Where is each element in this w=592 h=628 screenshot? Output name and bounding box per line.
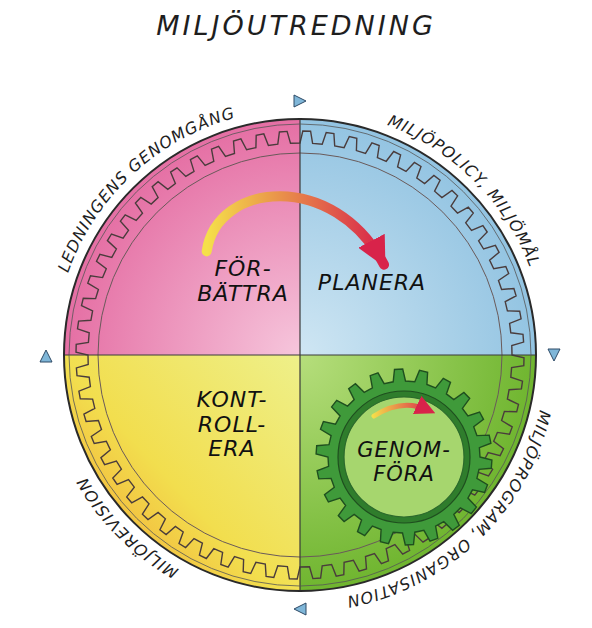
- stage-label: GENOM- FÖRA: [357, 439, 450, 486]
- outer-circle: [64, 119, 536, 591]
- quadrant-divider: [299, 119, 300, 591]
- outer-circle-inner-line: [69, 124, 531, 586]
- small-gear: [316, 369, 492, 545]
- plan-quadrant: [300, 119, 536, 355]
- check-label-box: KONT- ROLL- ERA: [191, 382, 274, 468]
- improve-quadrant: [64, 119, 300, 355]
- do-label-box: GENOM- FÖRA: [351, 433, 456, 492]
- stage-label: KONT- ROLL- ERA: [197, 388, 268, 462]
- direction-triangle: [294, 603, 306, 615]
- ring-label-text: MILJÖREVISION: [73, 474, 182, 583]
- cycle-arrow: [207, 196, 384, 265]
- ring-label: MILJÖREVISION: [73, 474, 182, 583]
- small-gear-ring: [338, 391, 470, 523]
- ring-label: MILJÖPOLICY, MILJÖMÅL: [385, 111, 544, 270]
- plan-label-box: PLANERA: [312, 265, 432, 302]
- stage-label: PLANERA: [318, 271, 426, 296]
- ring-label-text: MILJÖPOLICY, MILJÖMÅL: [385, 111, 544, 270]
- ring-label-text: LEDNINGENS GENOMGÅNG: [54, 103, 237, 275]
- ring-label: MILJÖPROGRAM, ORGANISATION: [345, 409, 555, 612]
- check-quadrant: [64, 355, 300, 591]
- improve-label-box: FÖR- BÄTTRA: [191, 251, 295, 312]
- do-quadrant: [300, 355, 536, 591]
- stage-label: FÖR- BÄTTRA: [197, 257, 289, 306]
- ring-label-text: MILJÖPROGRAM, ORGANISATION: [345, 409, 555, 612]
- direction-triangle: [40, 350, 52, 362]
- ring-label: LEDNINGENS GENOMGÅNG: [54, 103, 237, 275]
- direction-triangle: [548, 349, 560, 361]
- diagram-title: MILJÖUTREDNING: [0, 10, 592, 41]
- small-gear-hub: [344, 397, 464, 517]
- small-cycle-arrow: [374, 405, 428, 416]
- direction-triangle: [294, 95, 306, 107]
